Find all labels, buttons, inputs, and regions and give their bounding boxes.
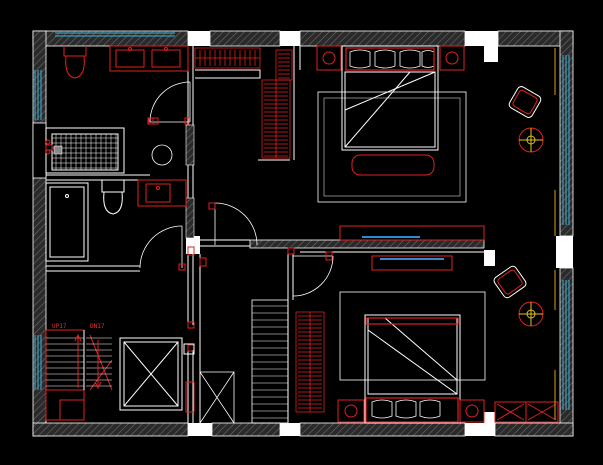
bed-bench-icon xyxy=(351,154,435,176)
stair-down-label: DN17 xyxy=(90,323,105,330)
wardrobe-vertical-shelving xyxy=(275,49,293,81)
wall-bottom-far-right xyxy=(494,422,574,437)
structural-columns xyxy=(186,31,573,436)
floor-drain-icon xyxy=(151,144,173,166)
vanity-sink-icon xyxy=(109,45,189,72)
central-staircase xyxy=(199,299,289,424)
area-rug xyxy=(317,91,467,203)
door-bedroom1 xyxy=(214,202,258,246)
column xyxy=(188,423,212,436)
bathroom-lower xyxy=(45,179,187,262)
windows xyxy=(34,32,570,410)
elevator-shaft xyxy=(119,337,183,411)
armchair-icon xyxy=(508,86,542,118)
area-rug xyxy=(339,291,486,381)
window-left-lower xyxy=(34,335,42,390)
wall-top-mid-2 xyxy=(299,30,466,47)
wall-bath-stub xyxy=(185,124,195,166)
tv-cabinet-icon xyxy=(339,225,485,241)
nightstand-icon xyxy=(337,399,485,423)
column xyxy=(280,31,300,46)
dresser-icon xyxy=(494,401,559,423)
double-bed-icon xyxy=(341,45,439,151)
wardrobe-bedroom-lower xyxy=(295,311,325,413)
bedroom-lower xyxy=(337,255,559,424)
wall-bottom-right xyxy=(299,422,466,437)
column xyxy=(484,412,495,423)
shower-valve-icon xyxy=(53,145,63,155)
exterior-walls xyxy=(32,30,574,437)
toilet-icon xyxy=(101,179,125,215)
wall-bottom-mid xyxy=(211,422,281,437)
basin-icon xyxy=(137,179,187,207)
bedroom-upper xyxy=(316,45,556,241)
staircase xyxy=(45,329,113,421)
wardrobe-lower-shelving xyxy=(261,79,291,159)
column xyxy=(465,31,498,46)
closet-partition xyxy=(195,46,295,161)
stair-arrows xyxy=(74,333,102,390)
column xyxy=(556,236,573,268)
wall-top-mid-1 xyxy=(209,30,281,47)
pillows-icon xyxy=(371,399,441,419)
window-top-left xyxy=(55,32,175,37)
column xyxy=(465,423,495,436)
headboard-icon xyxy=(365,317,459,423)
headboard-icon xyxy=(345,47,435,71)
door-handle-icon xyxy=(147,117,159,125)
window-right-lower xyxy=(562,280,570,410)
tv-cabinet-icon xyxy=(371,255,453,271)
landing-marker xyxy=(183,343,195,355)
column xyxy=(280,423,300,436)
wall-bottom-left xyxy=(32,422,189,437)
window-right-upper xyxy=(562,55,570,225)
nightstand-icon xyxy=(316,45,465,71)
toilet-icon xyxy=(63,46,87,79)
pillows-icon xyxy=(349,49,435,69)
door-swings xyxy=(139,81,334,297)
armchair-icon xyxy=(493,265,527,299)
central-stair-treads xyxy=(252,305,288,419)
column xyxy=(484,46,498,62)
landing-marker xyxy=(185,381,195,413)
window-left-upper xyxy=(34,70,42,120)
stair-treads xyxy=(46,337,112,387)
door-bedroom2 xyxy=(292,255,334,297)
shower-control-icon xyxy=(45,139,53,155)
door-bath-lower xyxy=(139,225,183,269)
bathroom-upper xyxy=(45,45,189,174)
wall-opening-left xyxy=(32,122,47,179)
bathtub-icon xyxy=(45,182,89,262)
area-rug-inner xyxy=(323,97,461,197)
door-jambs xyxy=(148,117,333,352)
side-table-icon xyxy=(518,301,544,327)
wall-bedroom-divider xyxy=(249,239,485,249)
wardrobe-top-shelving xyxy=(194,47,261,69)
wall-bath-stub-2 xyxy=(185,197,195,239)
stair-up-label: UP17 xyxy=(52,323,67,330)
column xyxy=(484,250,495,266)
door-bath-upper xyxy=(149,81,191,123)
double-bed-icon xyxy=(364,314,461,424)
column xyxy=(188,31,210,46)
column xyxy=(186,236,200,254)
side-table-icon xyxy=(518,127,544,153)
